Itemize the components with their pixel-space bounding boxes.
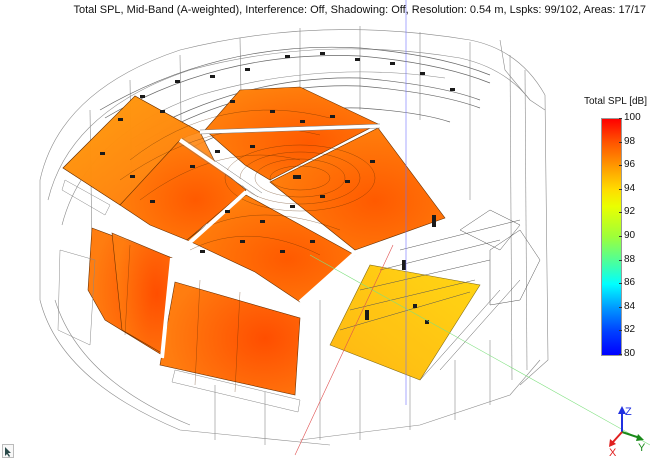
audience-area-center-right xyxy=(269,127,446,251)
legend-tick: 84 xyxy=(618,301,635,312)
legend-tick: 100 xyxy=(619,113,641,123)
legend-tick: 92 xyxy=(618,207,635,217)
legend-tick: 86 xyxy=(618,278,635,288)
svg-text:Z: Z xyxy=(625,406,632,418)
cursor-arrow-icon[interactable] xyxy=(2,444,14,458)
legend-tick: 96 xyxy=(618,160,635,170)
legend-tick: 80 xyxy=(618,349,635,359)
aisles xyxy=(160,124,381,359)
scene-y-axis-line xyxy=(309,254,650,446)
svg-text:X: X xyxy=(609,447,617,457)
view-title: Total SPL, Mid-Band (A-weighted), Interf… xyxy=(73,4,646,16)
z-axis-icon xyxy=(618,406,626,432)
spl-color-legend: Total SPL [dB] 100 98 96 94 92 90 88 86 … xyxy=(578,96,650,366)
scene-x-axis-line xyxy=(294,244,394,456)
y-axis-icon xyxy=(621,431,644,441)
audience-area-lower-center xyxy=(159,281,301,396)
loudspeakers xyxy=(100,52,455,324)
legend-tick: 94 xyxy=(618,183,635,194)
legend-tick: 98 xyxy=(618,136,635,147)
stage-area xyxy=(329,264,481,381)
stage-structure xyxy=(339,209,541,381)
legend-title: Total SPL [dB] xyxy=(584,96,647,107)
legend-tick: 82 xyxy=(618,325,635,335)
aisle-edges xyxy=(177,123,381,198)
stairs xyxy=(57,179,301,413)
axis-triad: Z Y X xyxy=(594,400,650,459)
x-axis-icon xyxy=(609,431,623,447)
legend-color-bar xyxy=(601,118,622,356)
legend-tick: 90 xyxy=(618,231,635,241)
svg-text:Y: Y xyxy=(638,442,646,454)
legend-tick: 88 xyxy=(618,254,635,265)
